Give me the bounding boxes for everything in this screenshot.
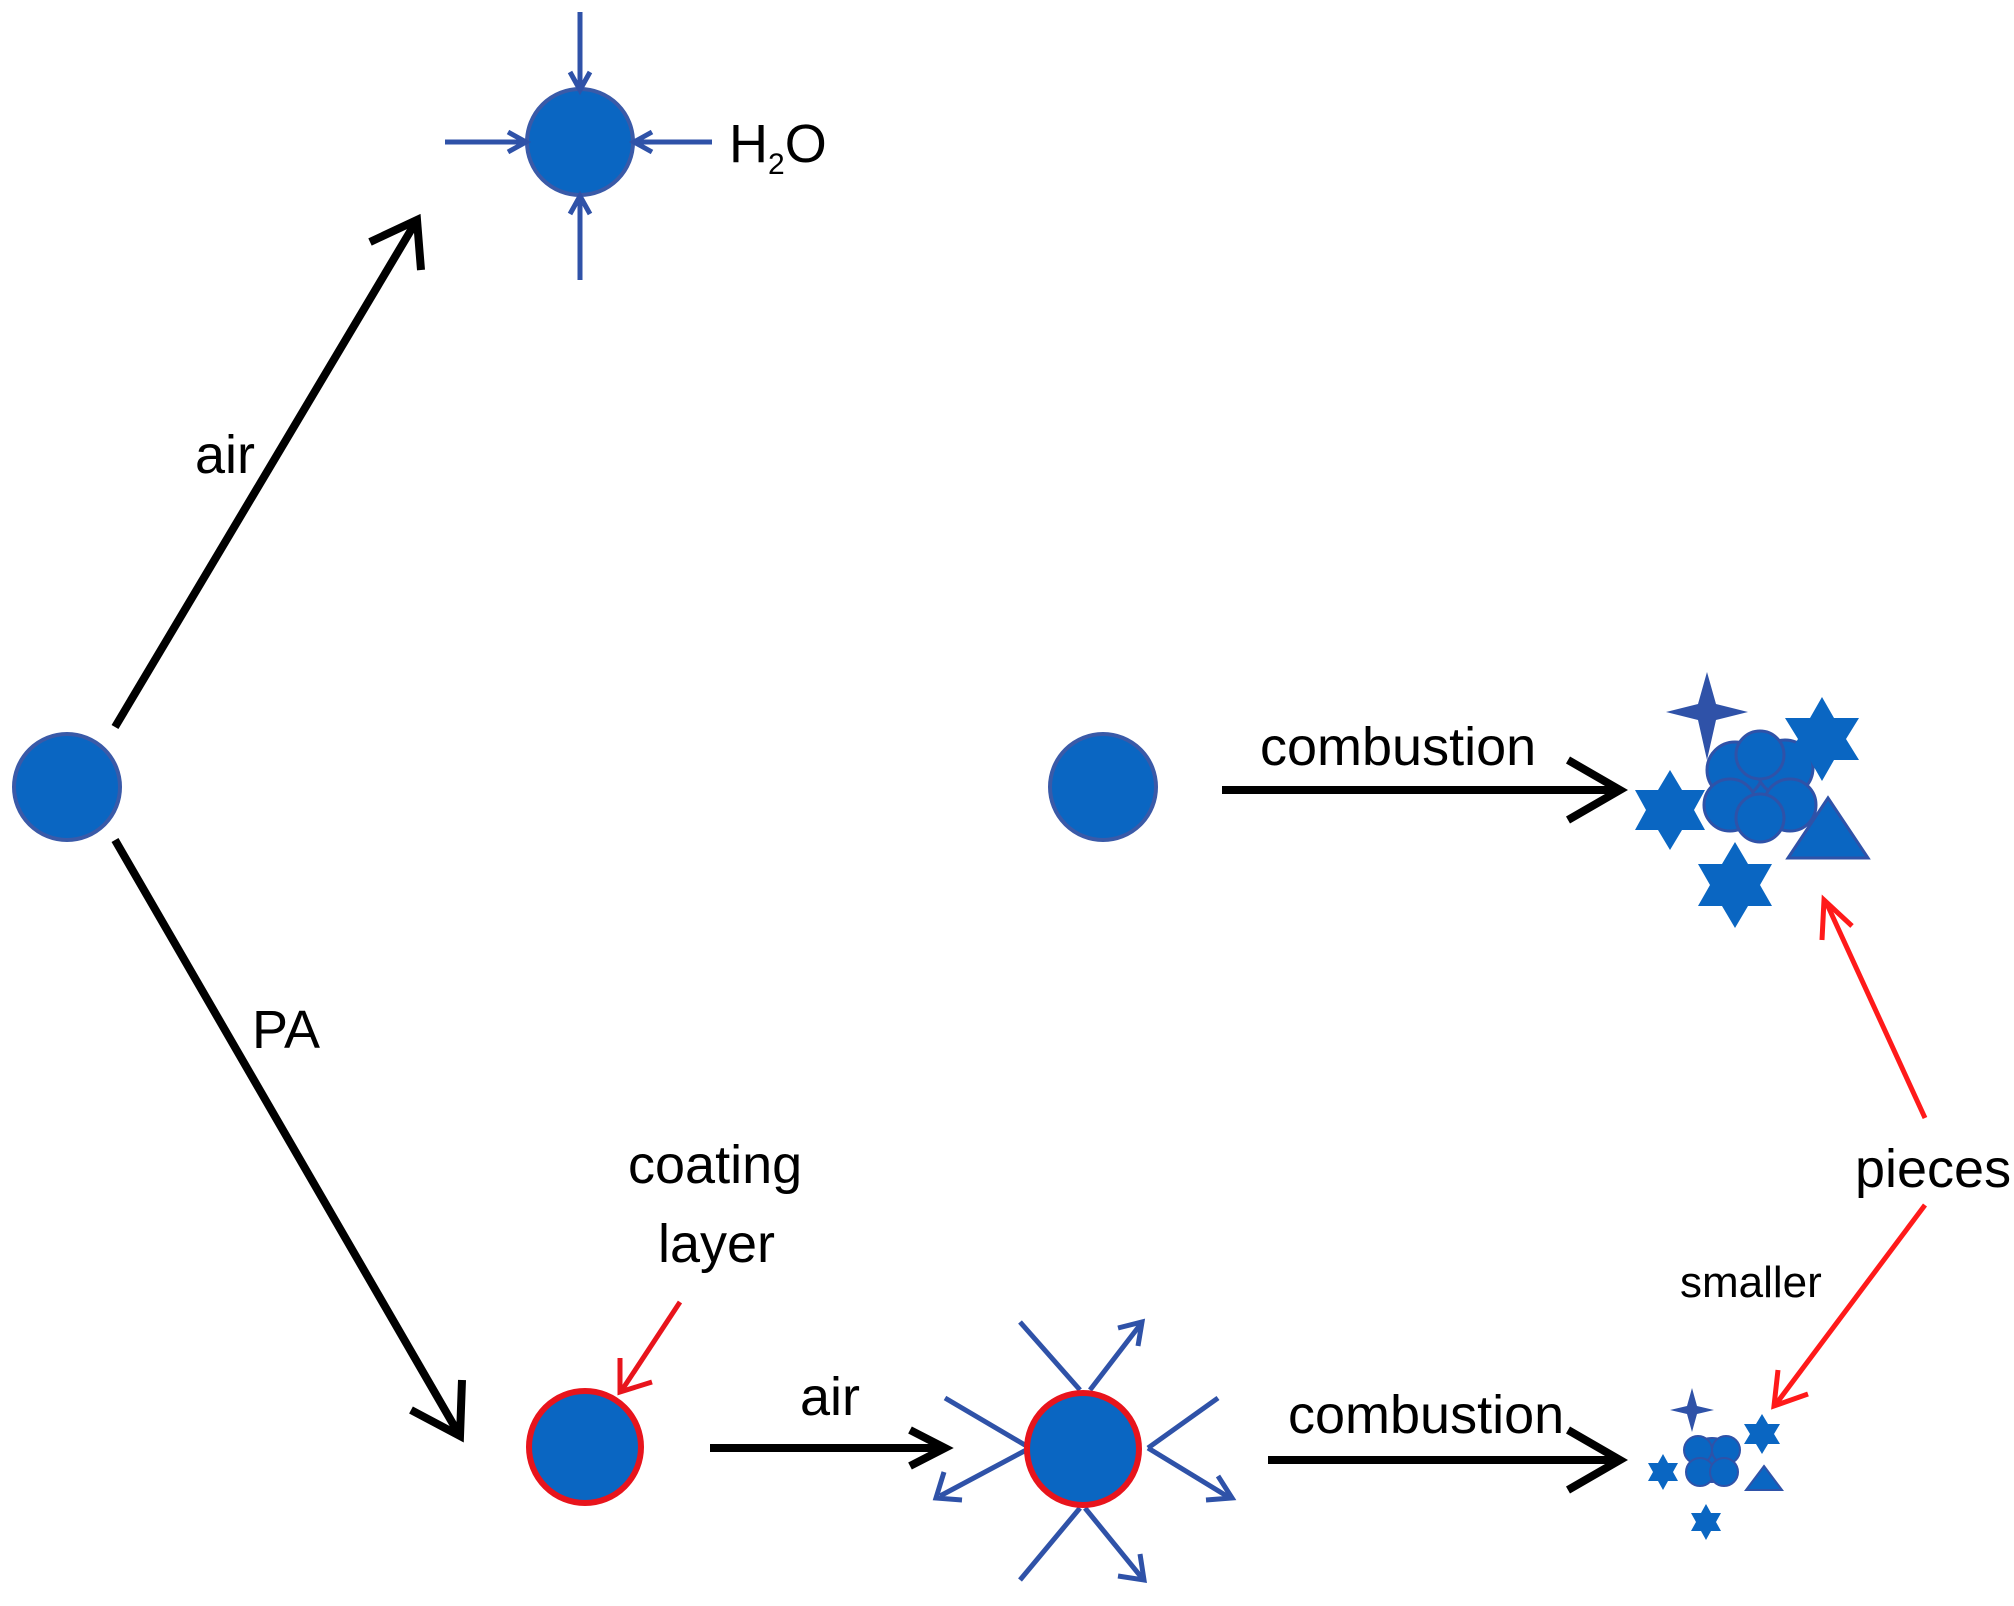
- label-smaller: smaller: [1680, 1258, 1822, 1307]
- arrow-air-upper: [111, 213, 425, 730]
- start-particle: [12, 732, 122, 842]
- label-combustion-upper: combustion: [1260, 717, 1536, 777]
- fragment-sparkle-small: [1670, 1388, 1714, 1432]
- arrow-combustion-lower: [1268, 1426, 1629, 1494]
- gassing-particle: [1024, 1390, 1142, 1508]
- label-coating-line2: layer: [658, 1214, 775, 1274]
- arrow-pa: [111, 837, 466, 1443]
- large-fragments: [1635, 672, 1871, 928]
- fragment-blob-large: [1702, 729, 1818, 844]
- arrow-coating-pointer: [617, 1300, 683, 1396]
- label-h2o: H2O: [729, 114, 827, 181]
- fragment-star-small-3: [1691, 1504, 1721, 1540]
- label-combustion-lower: combustion: [1288, 1385, 1564, 1445]
- arrow-air-lower: [710, 1426, 954, 1470]
- fragment-star-large-1: [1785, 697, 1859, 781]
- label-coating-line1: coating: [628, 1135, 802, 1195]
- label-air-upper: air: [195, 425, 255, 485]
- arrow-combustion-upper: [1222, 756, 1629, 824]
- label-pa: PA: [252, 1000, 320, 1060]
- coated-particle: [526, 1388, 644, 1506]
- fragment-sparkle-large: [1666, 672, 1748, 760]
- label-pieces: pieces: [1855, 1139, 2011, 1199]
- fragment-triangle-large: [1785, 795, 1871, 860]
- fragment-star-small-2: [1648, 1454, 1678, 1490]
- middle-particle: [1048, 732, 1158, 842]
- fragment-triangle-small: [1744, 1464, 1784, 1491]
- inward-arrows: [445, 12, 712, 280]
- fragment-star-large-3: [1698, 842, 1772, 928]
- arrow-to-large-fragments: [1819, 894, 1928, 1120]
- fragment-star-small-1: [1744, 1414, 1780, 1454]
- arrow-to-small-fragments: [1771, 1203, 1928, 1410]
- fragment-star-large-2: [1635, 770, 1705, 850]
- outward-arrows: [932, 1318, 1237, 1583]
- label-air-lower: air: [800, 1367, 860, 1427]
- fragment-blob-small: [1683, 1435, 1741, 1487]
- small-fragments: [1648, 1388, 1784, 1540]
- hydrated-particle: [525, 87, 635, 197]
